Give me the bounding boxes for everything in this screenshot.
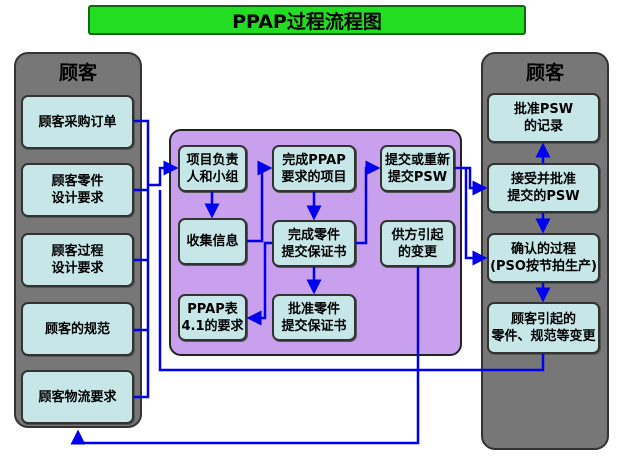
approved-psw-record: 批准PSW 的记录 — [487, 93, 600, 143]
collect-info-box: 收集信息 — [178, 218, 247, 265]
supplier-change-box: 供方引起 的变更 — [380, 220, 455, 267]
confirmed-process: 确认的过程 (PSO按节拍生产) — [487, 233, 600, 283]
arrow-changes-loop — [158, 190, 545, 372]
arrow-collect-to-items — [247, 160, 273, 243]
arrow-submit-to-accept — [455, 166, 488, 196]
customer-purchase-order: 顾客采购订单 — [21, 95, 134, 149]
submit-psw-box: 提交或重新 提交PSW — [380, 145, 455, 192]
customer-specification: 顾客的规范 — [21, 302, 134, 356]
customer-part-design: 顾客零件 设计要求 — [21, 163, 134, 217]
customer-logistics: 顾客物流要求 — [21, 370, 134, 424]
right-panel-heading: 顾客 — [525, 62, 564, 84]
arrow-bus-to-project-team — [148, 160, 179, 187]
customer-caused-changes: 顾客引起的 零件、规范等变更 — [487, 302, 600, 354]
complete-ppap-items-box: 完成PPAP 要求的项目 — [272, 145, 356, 192]
page-title: PPAP过程流程图 — [88, 5, 526, 35]
complete-psw-box: 完成零件 提交保证书 — [272, 220, 356, 267]
approve-psw-box: 批准零件 提交保证书 — [272, 294, 356, 341]
project-team-box: 项目负责 人和小组 — [178, 145, 247, 192]
arrow-psw-to-submit — [356, 160, 381, 245]
arrow-logistics-to-bus — [134, 370, 150, 399]
arrow-submit-to-confirmed — [464, 168, 488, 266]
customer-process-design: 顾客过程 设计要求 — [21, 233, 134, 287]
ppap-table-box: PPAP表 4.1的要求 — [178, 294, 247, 341]
arrow-psw-to-table — [246, 241, 272, 326]
left-panel-heading: 顾客 — [58, 62, 97, 84]
arrow-order-to-bus — [134, 119, 150, 370]
accept-approve-psw: 接受并批准 提交的PSW — [487, 163, 600, 213]
arrow-supplier-change-loop — [70, 267, 420, 445]
